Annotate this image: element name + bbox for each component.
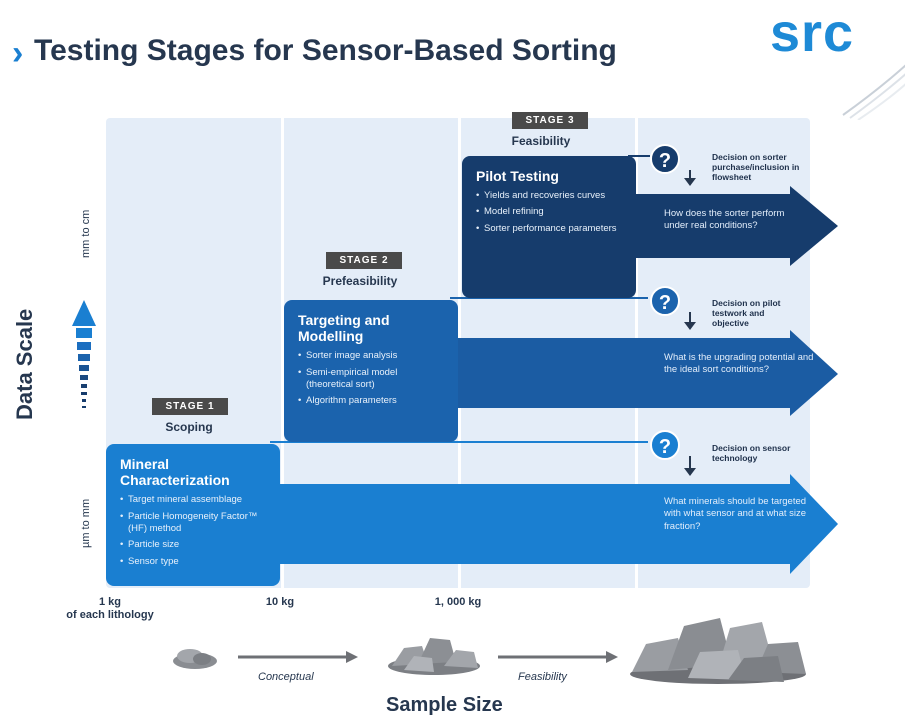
y-axis-label: Data Scale	[12, 308, 37, 420]
stage-2-arrow	[450, 330, 838, 416]
y-scale-top: mm to cm	[80, 209, 92, 258]
stage-1-card: Mineral Characterization Target mineral …	[106, 444, 280, 586]
stage-3-arrow	[628, 186, 838, 266]
small-rock-icon	[173, 649, 217, 669]
stage-2-tag: STAGE 2	[326, 252, 402, 269]
stage-3-card-title: Pilot Testing	[476, 168, 559, 184]
stage-1-decision-icon: ?	[650, 430, 680, 460]
x-tick-1000kg: 1, 000 kg	[410, 596, 506, 609]
stage-2-decision: Decision on pilot testwork and objective	[712, 298, 781, 329]
stage-1-bullet: Target mineral assemblage	[120, 494, 266, 507]
x-tick-value: 1 kg	[98, 596, 121, 608]
stage-2-decision-icon: ?	[650, 286, 680, 316]
stage-1-bullet: Sensor type	[120, 556, 266, 569]
stage-2-bullet: Algorithm parameters	[298, 395, 444, 408]
stage-3-card: Pilot Testing Yields and recoveries curv…	[462, 156, 636, 298]
stage-1-tag: STAGE 1	[152, 398, 228, 415]
medium-rocks-icon	[388, 638, 480, 675]
stage-2-card: Targeting and Modelling Sorter image ana…	[284, 300, 458, 442]
stage-2-name: Prefeasibility	[322, 274, 398, 288]
x-tick-value: 1, 000 kg	[434, 596, 482, 608]
stage-1-arrow	[270, 474, 838, 574]
src-logo: src	[770, 3, 855, 63]
stage-1-decision-line	[270, 441, 696, 476]
x-tick-note: of each lithology	[66, 609, 154, 622]
flow-arrow-2	[498, 651, 618, 663]
column-divider	[281, 118, 284, 588]
flow-label-conceptual: Conceptual	[258, 671, 314, 683]
large-rocks-icon	[630, 618, 806, 684]
title-chevron-icon: ›	[12, 34, 24, 72]
stage-2-decision-line	[450, 297, 696, 330]
stage-1-decision: Decision on sensor technology	[712, 443, 791, 464]
stage-3-bullet: Model refining	[476, 206, 622, 219]
data-scale-arrow-icon	[72, 300, 96, 408]
flow-label-feasibility: Feasibility	[518, 671, 567, 683]
stage-2-bullet: Sorter image analysis	[298, 350, 444, 363]
stage-3-bullet: Yields and recoveries curves	[476, 190, 622, 203]
logo-swoosh-icon	[842, 64, 905, 120]
stage-1-name: Scoping	[165, 420, 213, 434]
stage-3-name: Feasibility	[511, 134, 571, 148]
stage-1-card-title: Mineral Characterization	[120, 456, 230, 489]
stage-3-decision-icon: ?	[650, 144, 680, 174]
stage-2-card-title: Targeting and Modelling	[298, 312, 390, 345]
x-tick-value: 10 kg	[265, 596, 295, 608]
flow-arrow-1	[238, 651, 358, 663]
stage-2-question: What is the upgrading potential and the …	[664, 352, 814, 376]
y-scale-bottom: µm to mm	[80, 498, 92, 548]
stage-3-decision: Decision on sorter purchase/inclusion in…	[712, 152, 800, 183]
stage-2-bullet: Semi-empirical model (theoretical sort)	[298, 367, 444, 392]
stage-3-question: How does the sorter perform under real c…	[664, 208, 785, 232]
x-axis-label: Sample Size	[386, 694, 503, 716]
stage-3-tag: STAGE 3	[512, 112, 588, 129]
stage-3-bullet: Sorter performance parameters	[476, 223, 622, 236]
x-tick-1kg: 1 kg of each lithology	[40, 596, 180, 622]
stage-1-bullet: Particle Homogeneity Factor™ (HF) method	[120, 511, 266, 536]
x-tick-10kg: 10 kg	[240, 596, 320, 609]
stage-1-bullet: Particle size	[120, 539, 266, 552]
stage-1-question: What minerals should be targeted with wh…	[664, 496, 807, 532]
page-title: Testing Stages for Sensor-Based Sorting	[34, 34, 617, 67]
